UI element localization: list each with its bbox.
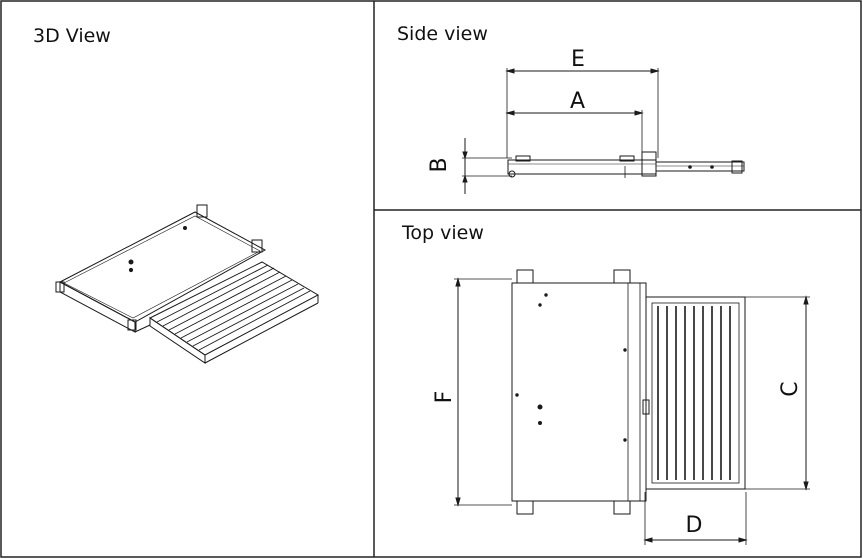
dim-d-arrow-left xyxy=(643,537,653,543)
bracket-right xyxy=(251,239,263,253)
box-top-inner xyxy=(63,215,261,319)
top-hole-4 xyxy=(538,303,542,307)
side-step xyxy=(655,161,745,172)
3d-drawing xyxy=(55,204,320,364)
dim-b-arrow-top xyxy=(462,151,468,160)
bracket-front xyxy=(127,319,137,331)
dim-label-e: E xyxy=(571,47,585,72)
bracket-left xyxy=(55,281,65,293)
side-step-hole-1 xyxy=(688,165,692,169)
top-bracket-4 xyxy=(613,500,631,515)
top-bracket-3 xyxy=(516,500,534,515)
dim-label-b: B xyxy=(427,157,452,172)
side-bracket-left xyxy=(515,155,531,162)
side-body xyxy=(507,159,657,175)
dim-a-arrow-left xyxy=(505,110,515,116)
panel-title-3d-view: 3D View xyxy=(33,25,111,47)
dim-e-arrow-left xyxy=(505,68,515,74)
step-slats xyxy=(156,264,311,351)
top-hole-1 xyxy=(537,404,543,410)
side-bracket-right xyxy=(619,155,635,162)
step-front-edge xyxy=(204,302,319,364)
top-hole-3 xyxy=(544,293,548,297)
dim-b-arrow-bottom xyxy=(462,174,468,183)
top-step-slats xyxy=(657,306,731,480)
dim-c-arrow-top xyxy=(803,295,809,305)
top-bracket-2 xyxy=(613,269,631,284)
box-front-face xyxy=(59,281,136,333)
top-step xyxy=(645,296,746,490)
top-housing xyxy=(511,282,647,502)
side-wheel xyxy=(508,170,516,178)
hole-3 xyxy=(183,226,187,230)
top-hole-6 xyxy=(623,438,627,442)
box-side-edge xyxy=(134,324,151,333)
top-latch xyxy=(642,399,650,415)
top-hole-5 xyxy=(623,348,627,352)
hole-1 xyxy=(128,259,134,265)
top-bracket-1 xyxy=(516,269,534,284)
dim-e-arrow-right xyxy=(650,68,660,74)
dim-f-arrow-top xyxy=(455,277,461,287)
panel-title-top-view: Top view xyxy=(402,222,484,244)
top-step-inner xyxy=(651,302,740,484)
panel-title-side-view: Side view xyxy=(397,23,488,45)
dim-c-arrow-bottom xyxy=(803,481,809,491)
top-hole-7 xyxy=(515,393,519,397)
top-drawing xyxy=(454,269,810,545)
hole-2 xyxy=(128,267,134,273)
dim-label-a: A xyxy=(570,89,585,114)
dim-label-c: C xyxy=(778,381,803,396)
side-step-end xyxy=(731,160,743,174)
box-top-face xyxy=(58,211,267,323)
bracket-back xyxy=(196,204,208,218)
dim-label-f: F xyxy=(432,391,457,404)
side-drawing xyxy=(462,68,745,194)
side-step-hole-2 xyxy=(710,165,714,169)
step-front xyxy=(149,317,206,364)
step-top xyxy=(149,261,320,356)
dim-d-arrow-right xyxy=(738,537,748,543)
dim-label-d: D xyxy=(686,513,703,538)
dim-f-arrow-bottom xyxy=(455,497,461,507)
top-hole-2 xyxy=(538,421,542,425)
dim-a-arrow-right xyxy=(634,110,644,116)
